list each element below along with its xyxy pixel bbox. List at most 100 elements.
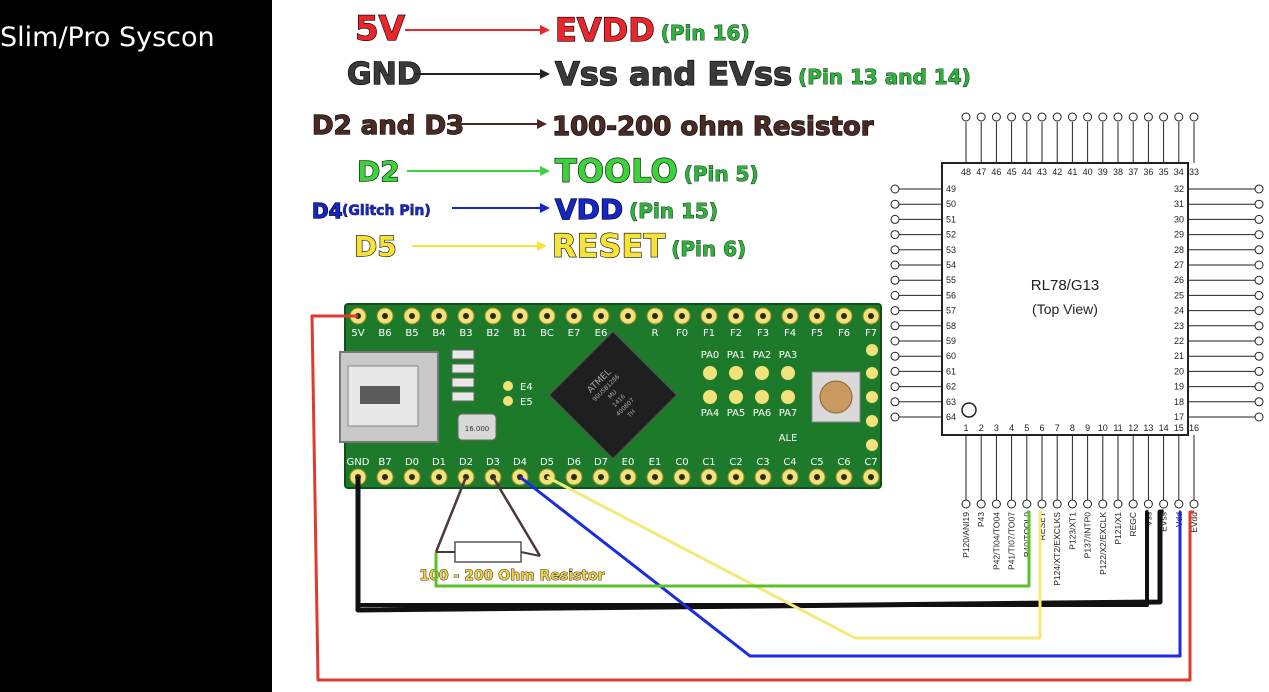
mcu-bottom-label-2: P42/TI04/TO04 <box>991 512 1001 570</box>
pa-row1-label-0: PA0 <box>701 350 720 361</box>
bottom-pin-label-2: D0 <box>405 457 419 468</box>
bottom-pin-label-12: C0 <box>675 457 688 468</box>
mcu-right-pad-9 <box>1254 321 1264 331</box>
mcu-right-pad-4 <box>1254 245 1264 255</box>
mcu-bottom-pad-11 <box>1128 499 1138 509</box>
chip-text-2: MU <box>607 389 619 401</box>
bottom-pin-label-8: D6 <box>567 457 581 468</box>
legend-note-4: (Pin 15) <box>629 199 718 223</box>
mcu-bottom-num-6: 7 <box>1055 423 1060 433</box>
mcu-right-pad-15 <box>1254 412 1264 422</box>
bottom-pin-label-14: C2 <box>729 457 742 468</box>
mcu-right-pad-8 <box>1254 306 1264 316</box>
legend-arrow-head-4 <box>540 203 550 213</box>
mcu-right-num-9: 23 <box>1174 321 1184 331</box>
bottom-pin-label-10: E0 <box>622 457 635 468</box>
e-label-1: E5 <box>520 397 533 408</box>
mcu-right-pad-12 <box>1254 366 1264 376</box>
resistor-label: 100 - 200 Ohm Resistor <box>419 568 604 584</box>
bottom-pin-label-0: GND <box>347 457 370 468</box>
mcu-right-pad-3 <box>1254 230 1264 240</box>
mcu-bottom-num-2: 3 <box>994 423 999 433</box>
legend-from-3: D2 <box>357 155 400 188</box>
bottom-pad-hole-9 <box>598 474 604 480</box>
mcu-top-num-13: 35 <box>1159 167 1169 177</box>
pa-row2-label-0: PA4 <box>701 408 720 419</box>
bottom-pad-hole-17 <box>814 474 820 480</box>
bottom-pad-hole-11 <box>652 474 658 480</box>
top-pad-hole-3 <box>436 313 442 319</box>
top-pad-hole-7 <box>544 313 550 319</box>
top-pin-label-0: 5V <box>351 328 364 339</box>
bottom-pin-label-19: C7 <box>864 457 877 468</box>
mcu-top-num-10: 38 <box>1113 167 1123 177</box>
pa-row2-label-1: PA5 <box>727 408 746 419</box>
mcu-top-num-9: 39 <box>1098 167 1108 177</box>
mcu-left-pad-8 <box>890 306 900 316</box>
legend-to-2: 100-200 ohm Resistor <box>552 112 874 142</box>
top-pad-hole-15 <box>760 313 766 319</box>
mcu-right-num-15: 17 <box>1174 412 1184 422</box>
mcu-right-num-3: 29 <box>1174 230 1184 240</box>
bottom-pad-hole-18 <box>841 474 847 480</box>
main-chip <box>548 330 678 460</box>
wire-gnd-vss <box>355 477 1164 613</box>
mcu-left-num-13: 62 <box>946 382 956 392</box>
top-pin-label-18: F6 <box>838 328 850 339</box>
mcu-top-pad-3 <box>1007 112 1017 122</box>
bottom-pin-label-9: D7 <box>594 457 608 468</box>
mcu-top-pad-4 <box>1022 112 1032 122</box>
mcu-pin1-marker <box>961 402 977 418</box>
mcu-bottom-label-5: RESET <box>1037 512 1047 540</box>
usb-connector-slot <box>360 386 400 404</box>
top-pin-label-15: F3 <box>757 328 769 339</box>
right-edge-pad-4 <box>866 439 878 451</box>
legend-from-0: 5V <box>355 9 406 49</box>
pa-row2-pad-2 <box>755 390 769 404</box>
bottom-pad-hole-3 <box>436 474 442 480</box>
right-edge-pad-1 <box>866 367 878 379</box>
top-pad-hole-18 <box>841 313 847 319</box>
top-pin-label-3: B4 <box>432 328 445 339</box>
mcu-left-num-3: 52 <box>946 230 956 240</box>
crystal <box>457 413 497 441</box>
bottom-pad-hole-8 <box>571 474 577 480</box>
bottom-pad-hole-1 <box>382 474 388 480</box>
legend-to-4: VDD <box>555 193 623 226</box>
crystal-label: 16.000 <box>465 425 490 433</box>
e-pad-1 <box>503 396 513 406</box>
pa-row1-pad-3 <box>781 366 795 380</box>
mcu-left-num-11: 60 <box>946 351 956 361</box>
mcu-left-num-10: 59 <box>946 336 956 346</box>
mcu-top-pad-5 <box>1037 112 1047 122</box>
mcu-bottom-num-12: 13 <box>1143 423 1153 433</box>
mcu-bottom-pad-13 <box>1159 499 1169 509</box>
mcu-top-pad-12 <box>1143 112 1153 122</box>
top-pad-hole-8 <box>571 313 577 319</box>
mcu-name: RL78/G13 <box>1031 277 1099 294</box>
pa-row2-label-2: PA6 <box>753 408 772 419</box>
top-pin-label-9: E6 <box>595 328 608 339</box>
chip-text-5: TH <box>626 408 637 419</box>
mcu-bottom-num-13: 14 <box>1159 423 1169 433</box>
right-edge-pad-3 <box>866 415 878 427</box>
mcu-left-num-14: 63 <box>946 397 956 407</box>
mcu-left-pad-13 <box>890 382 900 392</box>
bottom-pin-label-7: D5 <box>540 457 554 468</box>
mcu-right-pad-13 <box>1254 382 1264 392</box>
mcu-top-num-0: 48 <box>961 167 971 177</box>
top-pin-label-13: F1 <box>703 328 715 339</box>
mcu-left-pad-7 <box>890 290 900 300</box>
mcu-bottom-pad-12 <box>1143 499 1153 509</box>
mcu-bottom-num-3: 4 <box>1009 423 1014 433</box>
legend-arrow-head-5 <box>537 241 547 251</box>
mcu-top-num-2: 46 <box>991 167 1001 177</box>
top-pad-hole-2 <box>409 313 415 319</box>
mcu-left-pad-5 <box>890 260 900 270</box>
mcu-right-num-11: 21 <box>1174 351 1184 361</box>
mcu-bottom-num-1: 2 <box>979 423 984 433</box>
mcu-right-pad-1 <box>1254 199 1264 209</box>
reset-button-cap <box>819 380 853 414</box>
mcu-top-pad-1 <box>976 112 986 122</box>
